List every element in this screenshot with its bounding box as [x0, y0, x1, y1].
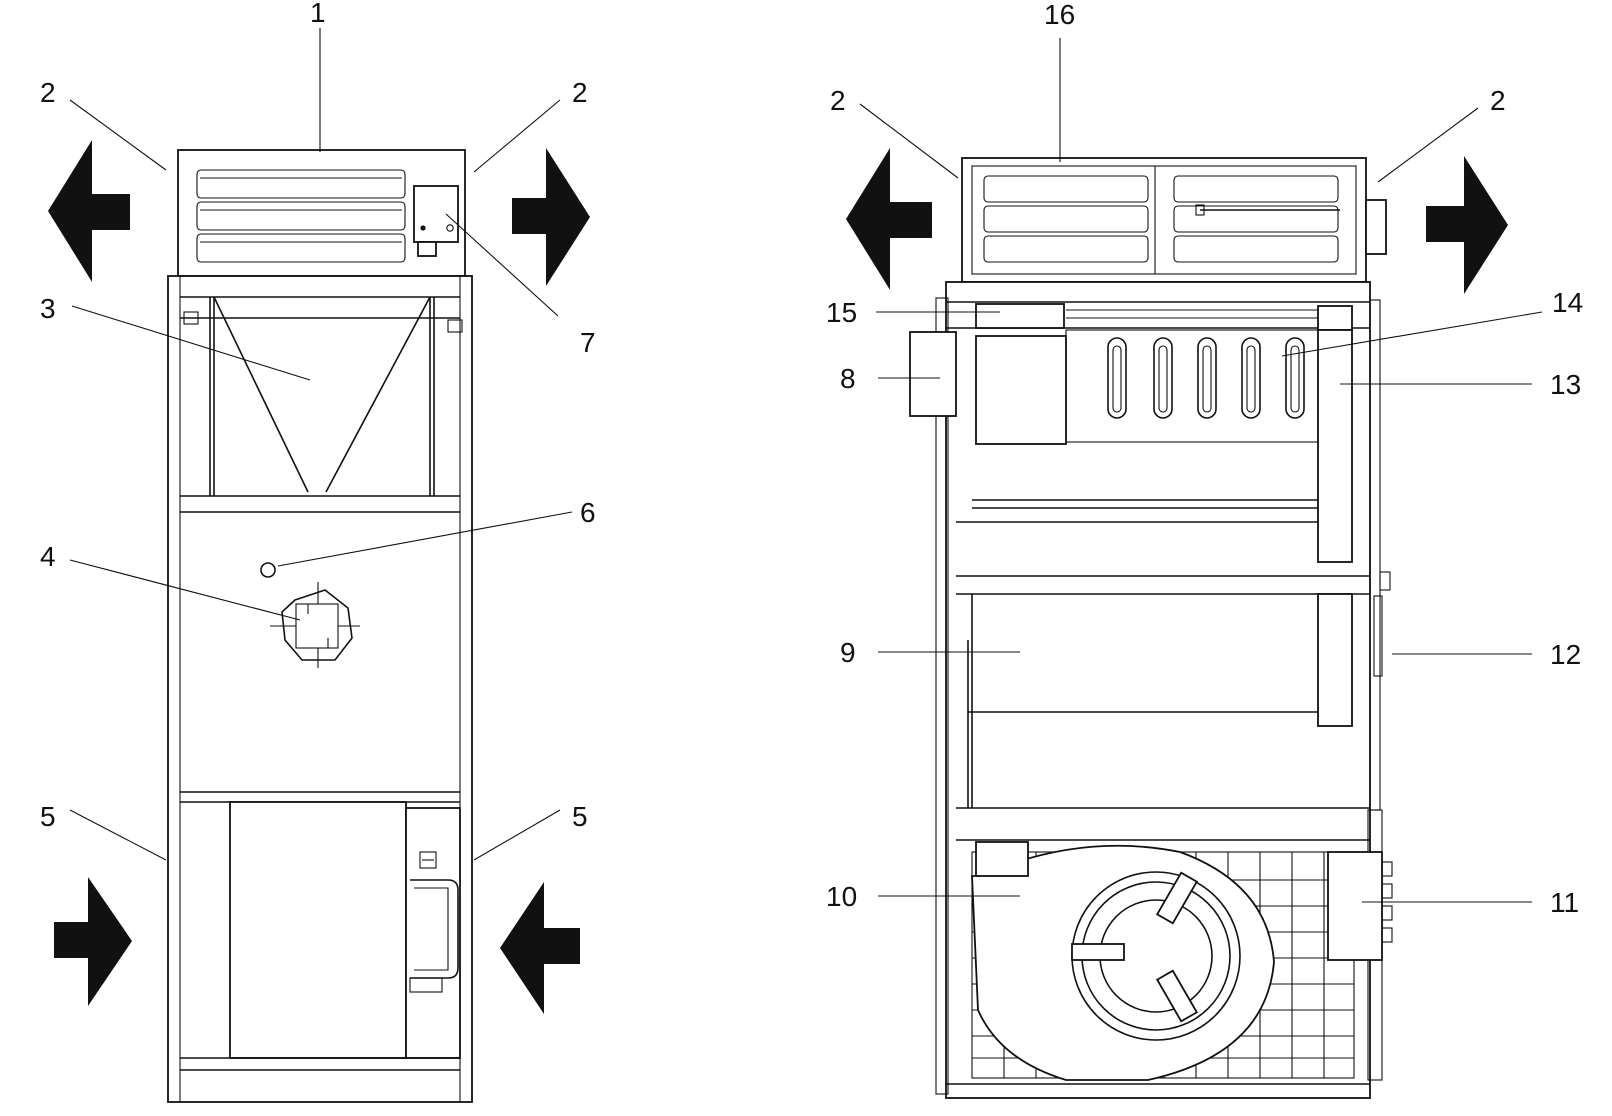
callout-13: 13: [1550, 369, 1581, 400]
callout-7: 7: [580, 327, 596, 358]
callout-5-left-b: 5: [572, 801, 588, 832]
fan-mount-top: [1155, 871, 1199, 925]
left-burner-panel: [260, 562, 360, 668]
sight-glass: [260, 562, 276, 578]
left-control-box: [413, 185, 459, 257]
left-outflow-arrow-left: [48, 140, 130, 282]
right-flue-duct: [1317, 329, 1353, 563]
callout-4: 4: [40, 541, 56, 572]
right-side-control: [1365, 199, 1387, 255]
left-fan-section: [180, 791, 461, 1071]
fan-mount-bottom: [1155, 969, 1199, 1023]
right-outflow-arrow-right: [1426, 156, 1508, 294]
callout-5-left-a: 5: [40, 801, 56, 832]
callout-2-right-a: 2: [830, 85, 846, 116]
left-inflow-arrow-right: [500, 882, 580, 1014]
right-fan-scroll: [971, 844, 1275, 1081]
callout-16: 16: [1044, 0, 1075, 30]
right-control-panel: [1327, 851, 1383, 961]
callout-2-right-b: 2: [1490, 85, 1506, 116]
left-unit: 1 2 2 3 7 6 4 5 5: [40, 0, 596, 1103]
callout-14: 14: [1552, 287, 1583, 318]
right-unit: 16 2 2 15 14 8 13 9 12 10 11: [826, 0, 1583, 1099]
right-louvres: [983, 175, 1340, 263]
callout-8: 8: [840, 363, 856, 394]
fan-mount-left: [1071, 943, 1125, 961]
callout-9: 9: [840, 637, 856, 668]
right-burner-box: [975, 335, 1067, 445]
right-outflow-arrow-left: [846, 148, 932, 290]
callout-2-left-b: 2: [572, 77, 588, 108]
callout-11: 11: [1550, 887, 1579, 918]
callout-10: 10: [826, 881, 857, 912]
burner-flange: [281, 589, 353, 661]
left-heat-exchanger: [180, 296, 463, 513]
left-motor: [410, 879, 459, 979]
left-fan-casing: [229, 801, 407, 1059]
left-louvres: [196, 169, 406, 263]
left-inflow-arrow-left: [54, 877, 132, 1006]
right-top-duct: [975, 303, 1065, 329]
callout-15: 15: [826, 297, 857, 328]
right-discharge-box: [961, 157, 1367, 283]
callout-6: 6: [580, 497, 596, 528]
left-outflow-arrow-right: [512, 148, 590, 286]
right-heat-exchanger-tubes: [1065, 329, 1319, 443]
callout-1: 1: [310, 0, 326, 28]
right-burner-nozzle: [909, 331, 957, 417]
callout-2-left-a: 2: [40, 77, 56, 108]
callout-12: 12: [1550, 639, 1581, 670]
callout-3: 3: [40, 293, 56, 324]
